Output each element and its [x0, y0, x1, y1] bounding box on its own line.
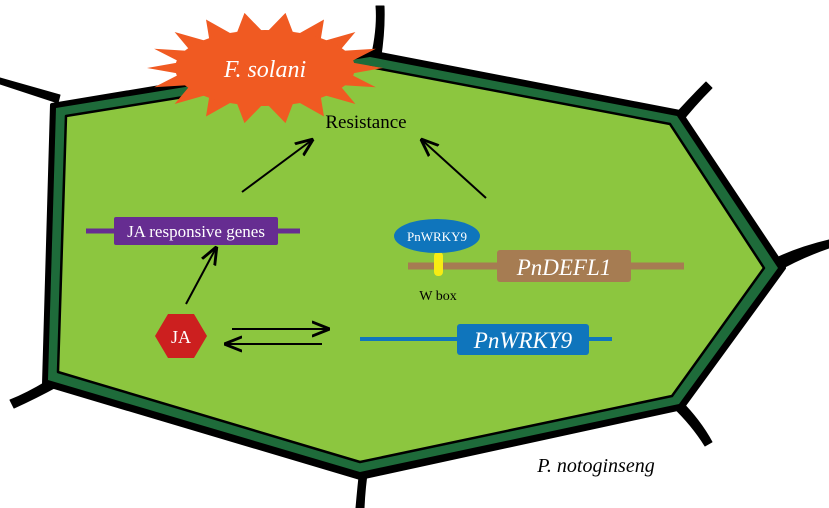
- arrow-ja-to-jagenes: [185, 248, 216, 305]
- pathogen-burst: F. solani: [147, 12, 383, 124]
- wrky9-protein: PnWRKY9: [394, 219, 480, 253]
- ja-label: JA: [171, 327, 191, 347]
- defl1-gene-label: PnDEFL1: [516, 255, 612, 280]
- wrky9-gene-label: PnWRKY9: [473, 328, 573, 353]
- w-box-label: W box: [419, 289, 456, 304]
- defl1-gene: PnDEFL1 W box: [408, 250, 684, 304]
- wrky9-protein-label: PnWRKY9: [407, 229, 467, 244]
- ja-responsive-genes: JA responsive genes: [86, 217, 300, 245]
- w-box-element: [434, 252, 443, 276]
- resistance-label: Resistance: [325, 112, 406, 133]
- wrky9-protein-ellipse: [394, 219, 480, 253]
- wrky9-gene-box: [457, 324, 589, 355]
- ja-hormone: JA: [155, 314, 207, 358]
- arrow-defl1-to-resistance: [422, 140, 487, 199]
- arrow-jagenes-to-resistance: [241, 140, 312, 193]
- organism-label: P. notoginseng: [536, 455, 654, 477]
- defl1-gene-box: [497, 250, 631, 282]
- wrky9-gene: PnWRKY9: [360, 324, 612, 355]
- ja-genes-label: JA responsive genes: [127, 222, 265, 241]
- ja-hexagon: [155, 314, 207, 358]
- ja-genes-box: [114, 217, 278, 245]
- pathogen-label: F. solani: [223, 57, 306, 83]
